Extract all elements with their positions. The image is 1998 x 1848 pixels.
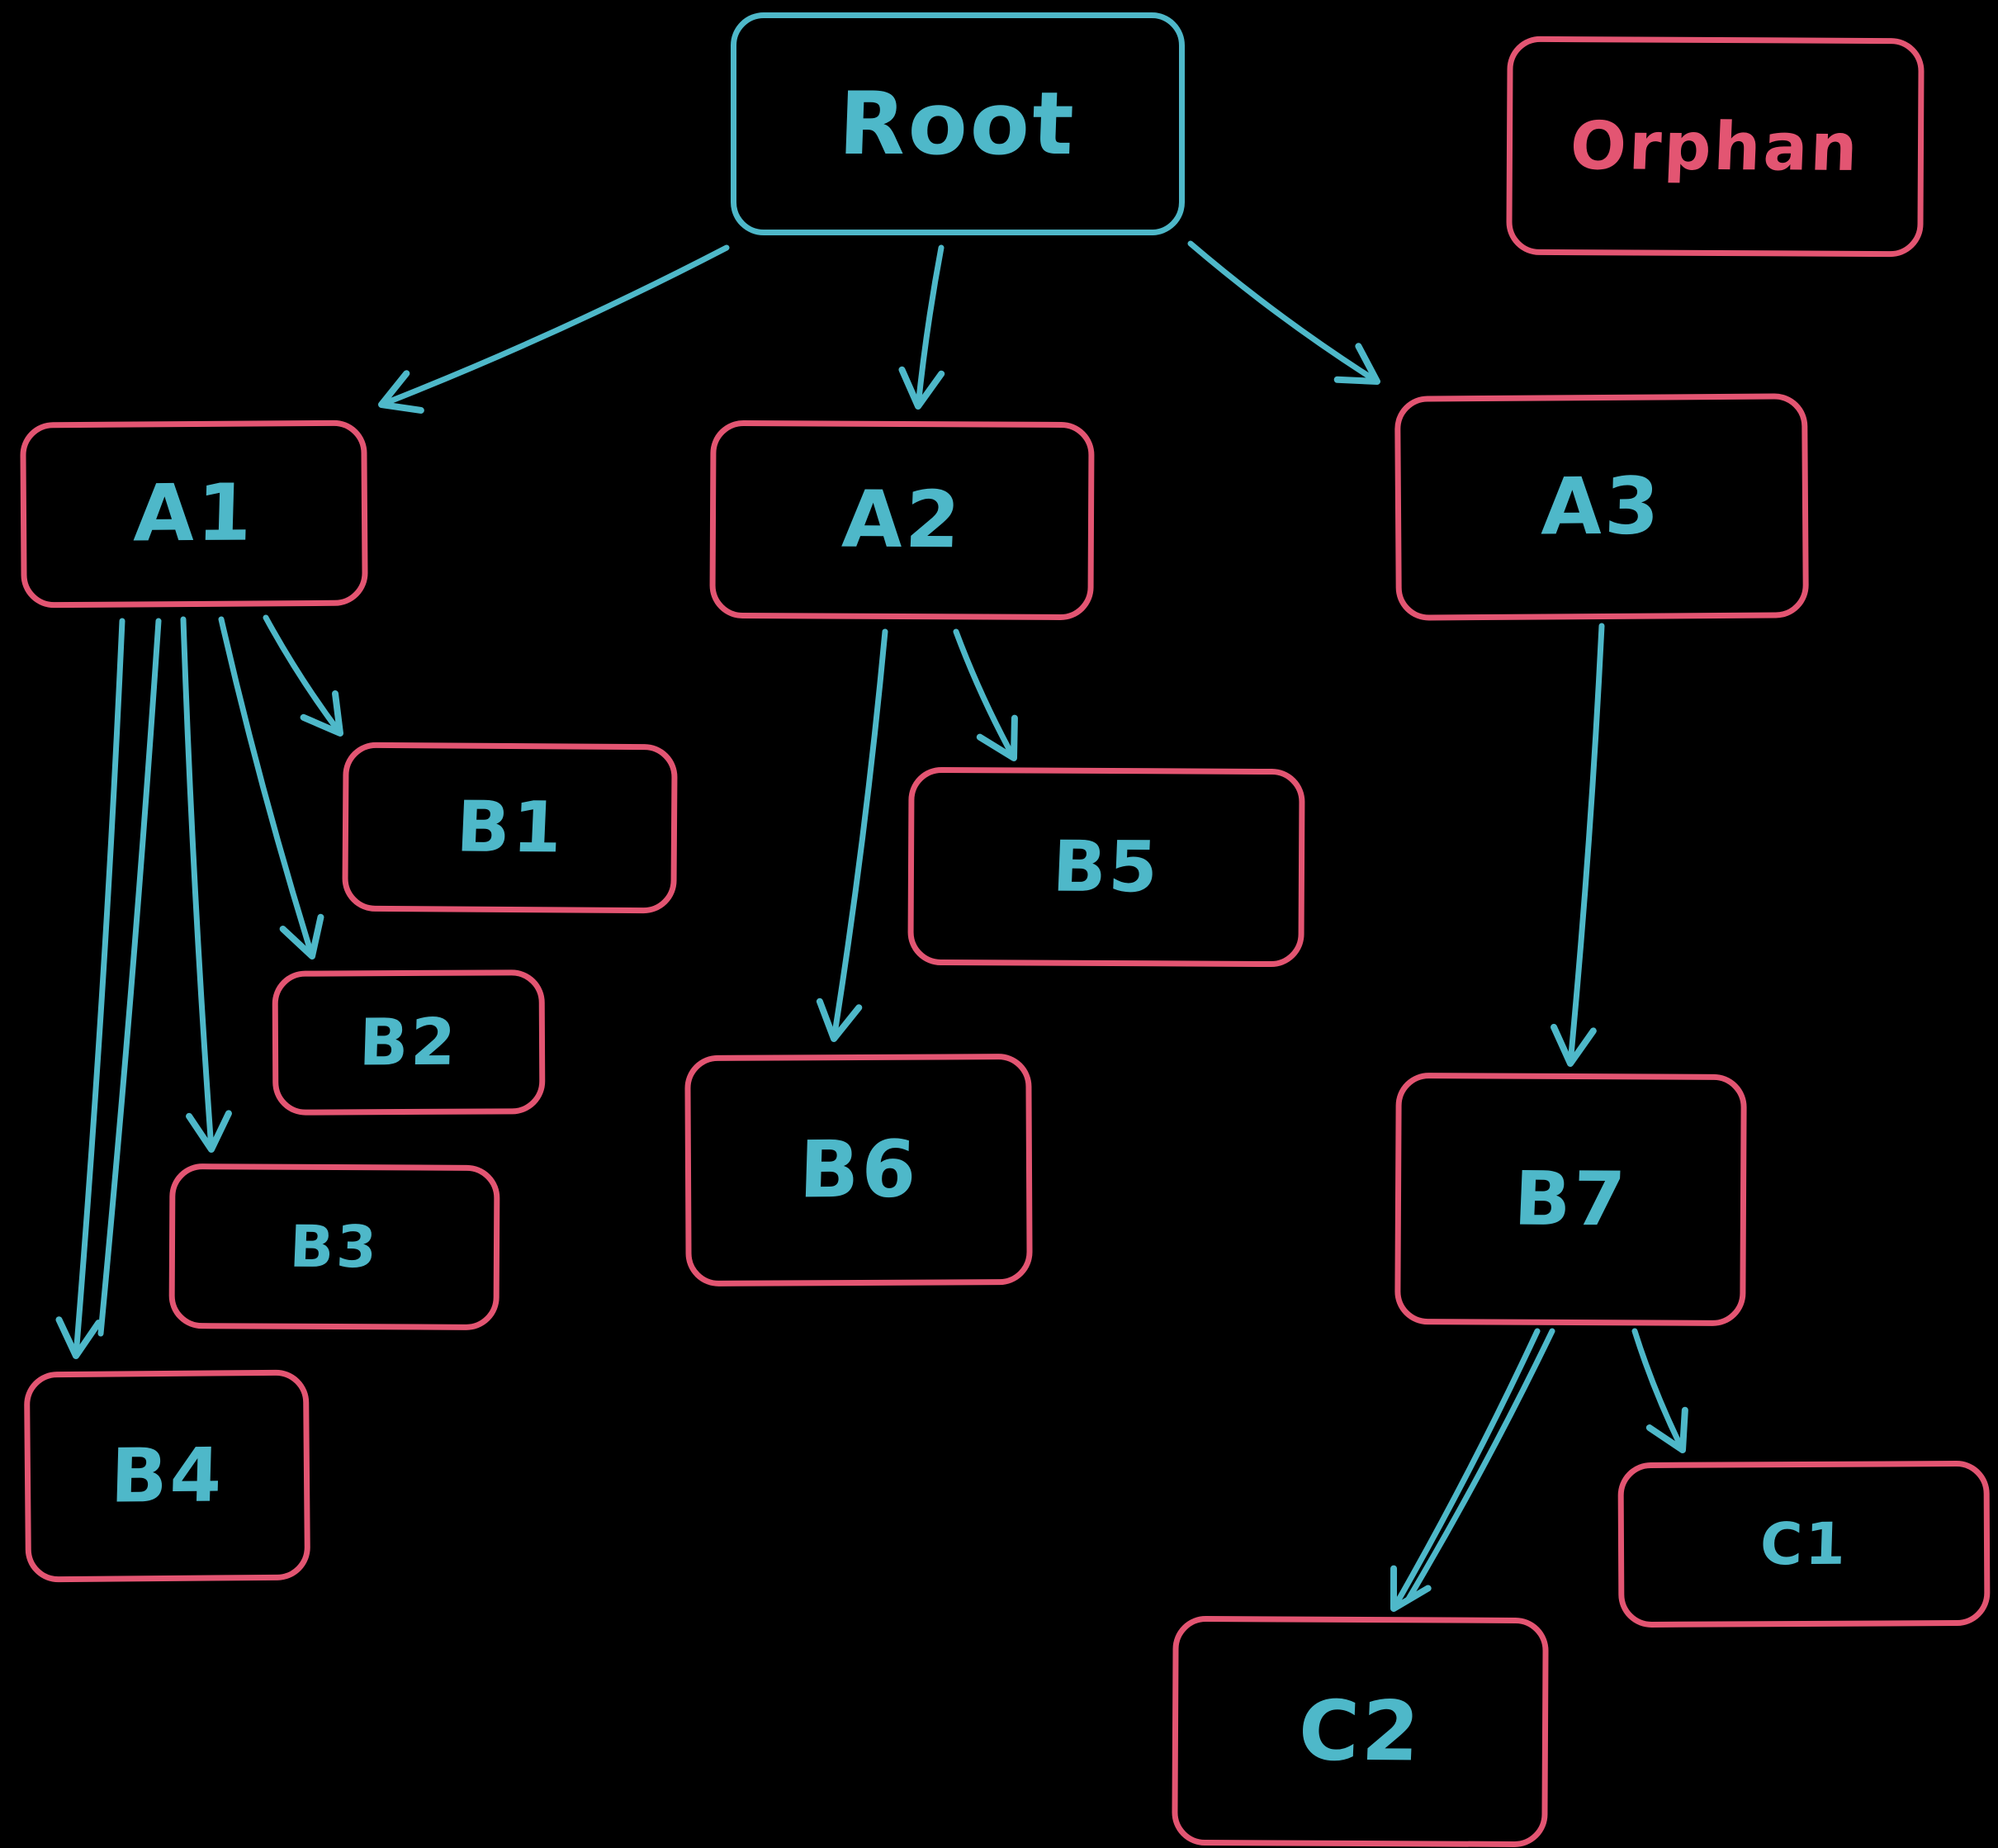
- node-label-c2: C2: [1296, 1682, 1424, 1780]
- edge-b7-c2[interactable]: [1390, 1328, 1541, 1612]
- edge-root-a2[interactable]: [898, 244, 945, 410]
- edge-root-a1[interactable]: [377, 244, 730, 414]
- edge-a3-b7[interactable]: [1551, 623, 1605, 1067]
- node-label-b7: B7: [1512, 1155, 1630, 1243]
- node-a2[interactable]: A2: [709, 419, 1095, 621]
- edge-a1-b1[interactable]: [263, 614, 343, 737]
- node-label-orphan: Orphan: [1569, 107, 1862, 186]
- node-b7[interactable]: B7: [1394, 1072, 1747, 1327]
- node-a3[interactable]: A3: [1394, 393, 1809, 621]
- edge-a1-b4[interactable]: [55, 618, 125, 1359]
- edge-b7-c1[interactable]: [1631, 1328, 1688, 1453]
- node-label-c1: C1: [1759, 1509, 1849, 1579]
- edge-a2-b6[interactable]: [816, 628, 888, 1042]
- edge-group: [55, 240, 1688, 1612]
- node-label-b6: B6: [798, 1124, 920, 1215]
- edge-a1-b4[interactable]: [97, 618, 162, 1337]
- node-orphan[interactable]: Orphan: [1506, 36, 1925, 258]
- node-label-b4: B4: [109, 1431, 225, 1520]
- edge-a1-b2[interactable]: [218, 616, 324, 960]
- node-label-a2: A2: [840, 474, 964, 566]
- node-c2[interactable]: C2: [1172, 1615, 1549, 1848]
- node-label-root: Root: [837, 73, 1078, 174]
- node-b1[interactable]: B1: [342, 742, 678, 914]
- node-label-a3: A3: [1540, 460, 1664, 553]
- node-root[interactable]: Root: [731, 12, 1185, 235]
- node-label-b1: B1: [454, 786, 566, 870]
- node-label-b2: B2: [357, 1005, 460, 1080]
- node-b6[interactable]: B6: [684, 1053, 1033, 1287]
- node-b2[interactable]: B2: [272, 969, 546, 1116]
- edge-a2-b5[interactable]: [953, 628, 1018, 761]
- node-b5[interactable]: B5: [907, 766, 1305, 968]
- edge-b7-c2[interactable]: [1404, 1328, 1555, 1604]
- node-a1[interactable]: A1: [20, 419, 368, 609]
- node-label-b3: B3: [288, 1212, 381, 1282]
- node-b4[interactable]: B4: [23, 1369, 311, 1583]
- node-label-a1: A1: [132, 467, 256, 560]
- edge-a1-b3[interactable]: [180, 616, 232, 1153]
- edge-root-a3[interactable]: [1187, 240, 1380, 385]
- node-c1[interactable]: C1: [1617, 1460, 1991, 1628]
- node-label-b5: B5: [1051, 826, 1162, 908]
- node-b3[interactable]: B3: [168, 1163, 500, 1331]
